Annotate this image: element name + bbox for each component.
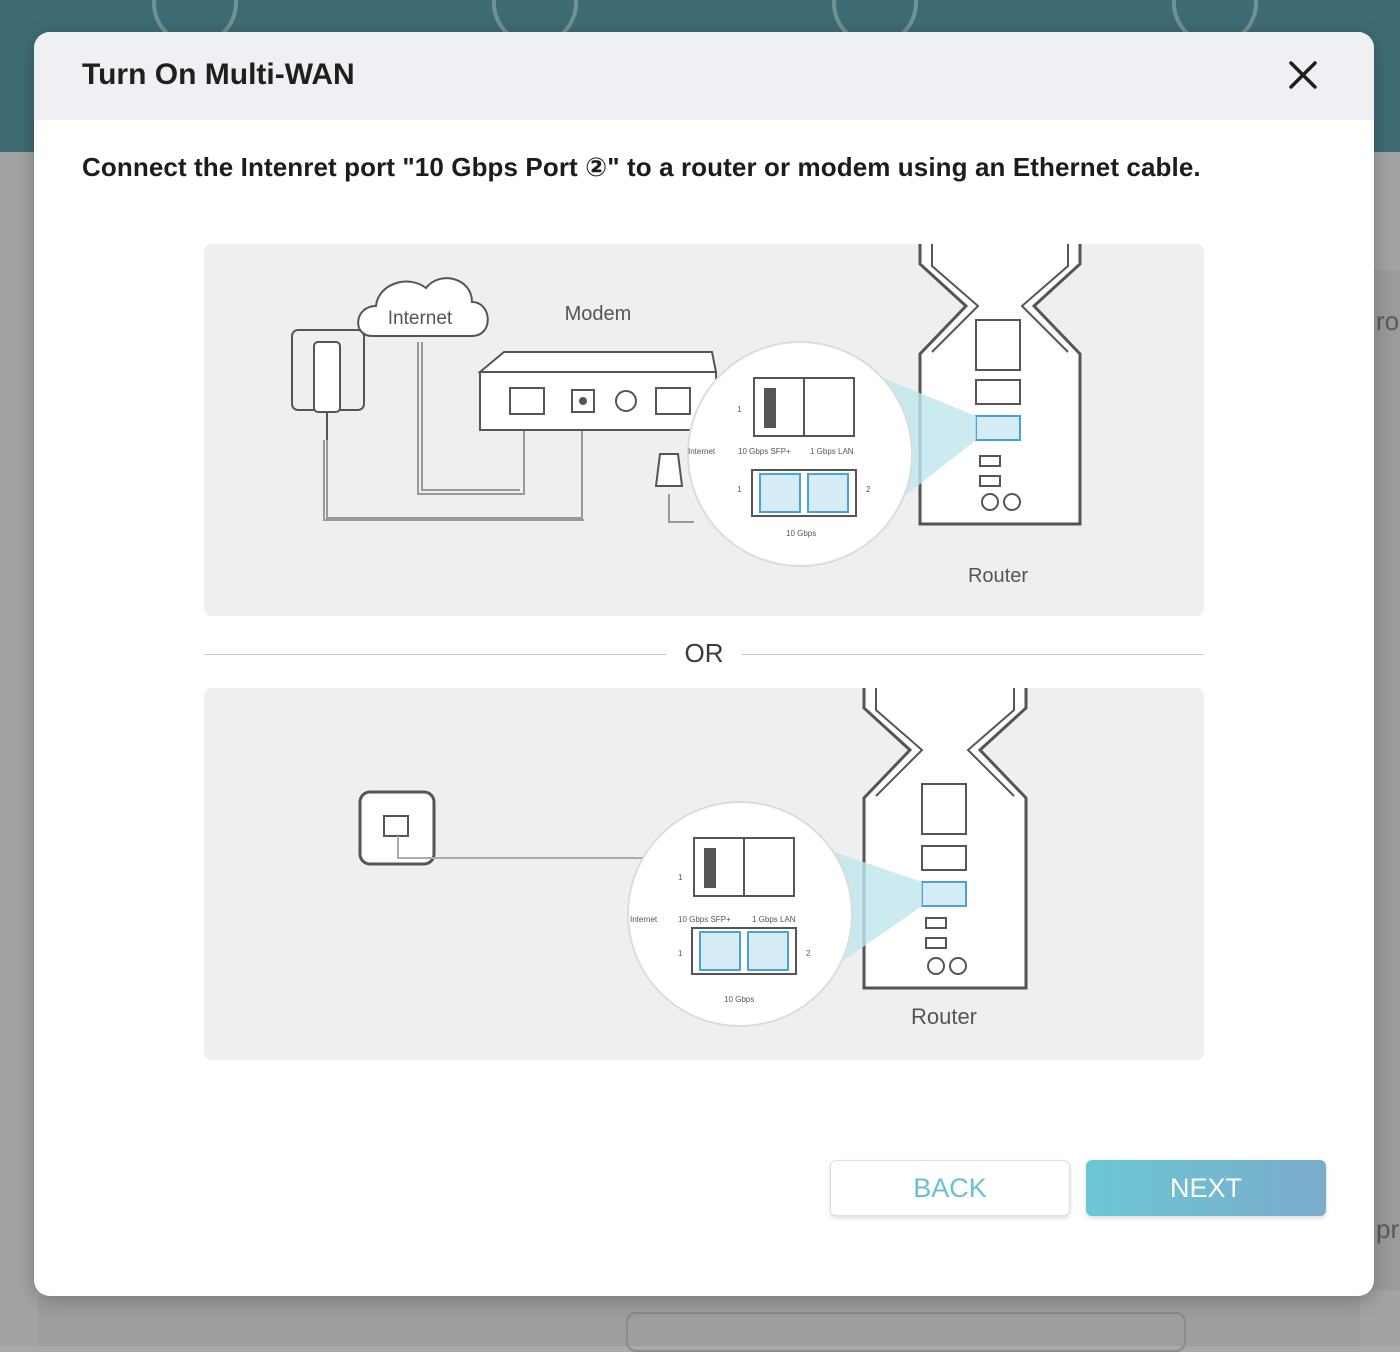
- cables: [323, 342, 694, 523]
- next-button[interactable]: NEXT: [1086, 1160, 1326, 1216]
- dialog-header: Turn On Multi-WAN: [34, 32, 1374, 120]
- separator-line: [742, 654, 1204, 655]
- port-label-sfp: 10 Gbps SFP+: [678, 915, 731, 924]
- port-label-internet: Internet: [630, 915, 658, 924]
- port-label-lan: 1 Gbps LAN: [752, 915, 796, 924]
- router-icon: Router: [918, 244, 1082, 587]
- diagram-modem-connection: Internet Modem: [204, 244, 1204, 616]
- modem-label: Modem: [565, 303, 632, 325]
- cables: [397, 836, 644, 859]
- port-label-lan: 1 Gbps LAN: [810, 447, 854, 456]
- cloud-label: Internet: [388, 308, 453, 329]
- port-number-2: 2: [866, 485, 871, 494]
- port-label-10g: 10 Gbps: [786, 529, 816, 538]
- background-field: [626, 1312, 1186, 1352]
- dialog-title: Turn On Multi-WAN: [82, 58, 355, 91]
- port-label-internet: Internet: [688, 447, 716, 456]
- power-adapter-icon: [291, 329, 365, 440]
- close-icon: [1289, 61, 1317, 89]
- ethernet-plug-icon: [654, 453, 684, 487]
- background-text: rou: [1376, 306, 1400, 336]
- multi-wan-dialog: Turn On Multi-WAN Connect the Intenret p…: [34, 32, 1374, 1296]
- port-number-1: 1: [678, 873, 683, 882]
- port-number-1: 1: [737, 405, 742, 414]
- port-number-1: 1: [678, 949, 683, 958]
- modem-icon: Modem: [477, 303, 718, 431]
- close-button[interactable]: [1282, 54, 1324, 96]
- router-label: Router: [968, 565, 1028, 587]
- port-label-10g: 10 Gbps: [724, 995, 754, 1004]
- port-number-1: 1: [737, 485, 742, 494]
- instruction-text: Connect the Intenret port "10 Gbps Port …: [82, 152, 1201, 182]
- diagram-wall-connection: Router Internet 10 Gbps SFP+ 1 Gbps LAN …: [204, 688, 1204, 1060]
- router-icon: Router: [862, 688, 1028, 1029]
- cloud-icon: Internet: [357, 277, 489, 337]
- separator-label: OR: [684, 638, 724, 668]
- background-card-bottom: [38, 1296, 1360, 1346]
- port-number-2: 2: [806, 949, 811, 958]
- background-text: pr: [1376, 1214, 1400, 1244]
- port-zoom-callout: Internet 10 Gbps SFP+ 1 Gbps LAN 10 Gbps…: [687, 341, 913, 567]
- port-label-sfp: 10 Gbps SFP+: [738, 447, 791, 456]
- wall-jack-icon: [358, 790, 436, 866]
- separator-line: [204, 654, 666, 655]
- port-zoom-callout: Internet 10 Gbps SFP+ 1 Gbps LAN 10 Gbps…: [627, 801, 853, 1027]
- back-button[interactable]: BACK: [830, 1160, 1070, 1216]
- background-card: [1372, 270, 1400, 1290]
- router-label: Router: [911, 1004, 977, 1029]
